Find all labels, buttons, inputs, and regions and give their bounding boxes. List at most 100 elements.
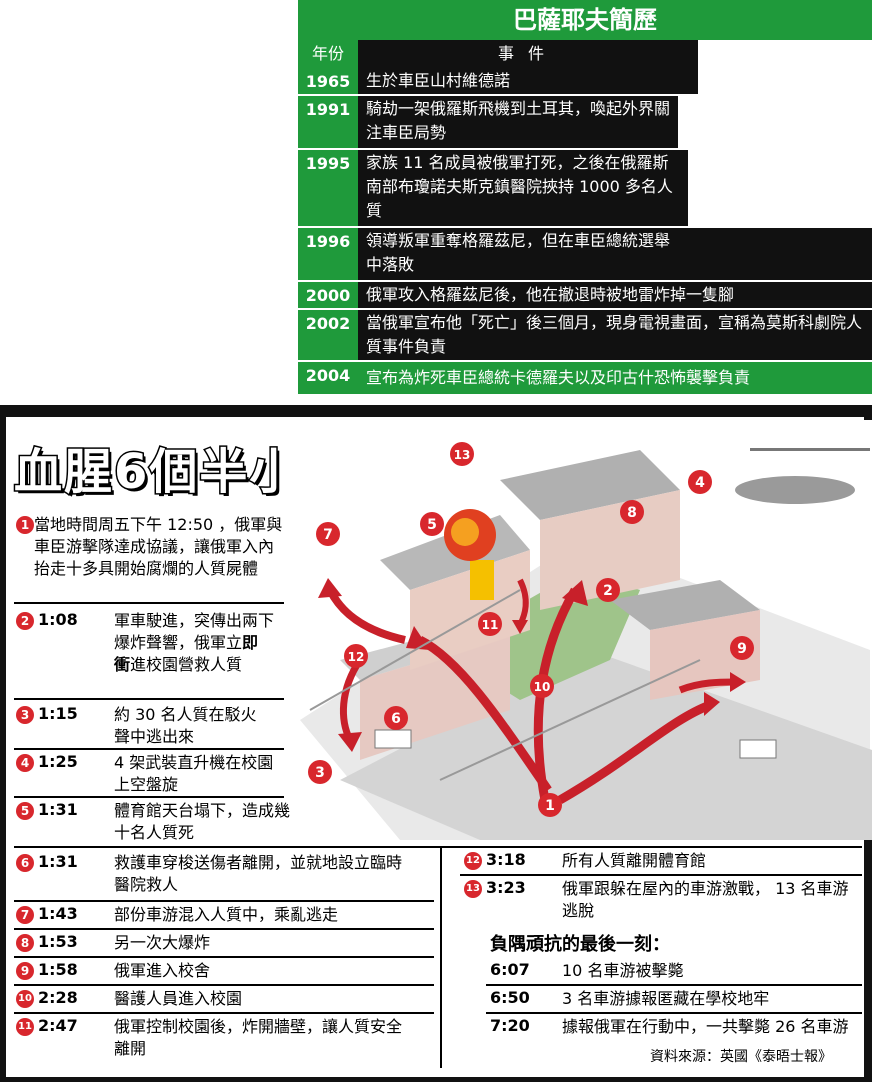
timeline-badge: 8	[16, 934, 34, 952]
bio-separator	[298, 360, 872, 362]
timeline-item-11-time: 2:47	[38, 1016, 78, 1035]
timeline-item-13-text: 俄軍跟躲在屋內的車游激戰， 13 名車游逃脫	[562, 879, 849, 920]
timeline-item-9-time: 1:58	[38, 960, 78, 979]
divider	[14, 698, 284, 700]
svg-text:12: 12	[348, 650, 365, 664]
bio-row: 1996 領導叛軍重奪格羅茲尼，但在車臣總統選舉中落敗	[298, 228, 872, 280]
last-stand-time: 6:50	[490, 988, 530, 1007]
timeline-badge: 3	[16, 706, 34, 724]
divider	[14, 928, 434, 930]
svg-text:4: 4	[695, 475, 705, 491]
divider	[14, 602, 284, 604]
timeline-badge: 9	[16, 962, 34, 980]
bio-event: 宣布為炸死車臣總統卡德羅夫以及印古什恐怖襲擊負責	[358, 362, 872, 394]
timeline-item-2-text: 軍車駛進，突傳出兩下爆炸聲響，俄軍立即衝進校園營救人質	[114, 610, 274, 676]
divider	[460, 874, 862, 876]
timeline-item-2-time: 1:08	[38, 610, 78, 629]
divider	[486, 984, 862, 986]
timeline-item-7-text: 部份車游混入人質中，乘亂逃走	[114, 905, 339, 924]
timeline-badge: 7	[16, 906, 34, 924]
text-bold: 即衝	[114, 633, 259, 674]
timeline-badge: 13	[464, 880, 482, 898]
svg-text:6: 6	[391, 711, 401, 727]
svg-text:1: 1	[545, 798, 555, 814]
timeline-badge: 12	[464, 852, 482, 870]
map-badge: 8	[620, 500, 644, 524]
biography-table: 巴薩耶夫簡歷 年份 事件 1965 生於車臣山村維德諾 1991 騎劫一架俄羅斯…	[298, 0, 872, 394]
map-badge: 12	[344, 644, 368, 668]
text-part: 軍車駛進，突傳出兩下爆炸聲響，俄軍立	[114, 611, 275, 652]
bio-year: 1995	[298, 150, 358, 226]
timeline-badge: 2	[16, 612, 34, 630]
map-badge: 10	[530, 674, 554, 698]
last-stand-time: 7:20	[490, 1016, 530, 1035]
bio-separator	[298, 226, 872, 228]
timeline-item-5-text: 體育館天台塌下，造成幾十名人質死	[114, 801, 291, 842]
timeline-item-8-time: 1:53	[38, 932, 78, 951]
school-siege-illustration: 1 2 3 4 5 6 7 8 9 10 11 12 13	[280, 420, 872, 840]
bio-year: 1991	[298, 96, 358, 148]
divider	[14, 900, 434, 902]
timeline-item-4-text: 4 架武裝直升機在校園上空盤旋	[114, 753, 274, 794]
timeline-item-6-time: 1:31	[38, 852, 78, 871]
text-part: 進校園營救人質	[130, 655, 243, 674]
bio-row: 2004 宣布為炸死車臣總統卡德羅夫以及印古什恐怖襲擊負責	[298, 362, 872, 394]
svg-text:11: 11	[482, 618, 499, 632]
divider	[14, 956, 434, 958]
timeline-badge: 10	[16, 990, 34, 1008]
bio-row: 2000 俄軍攻入格羅茲尼後，他在撤退時被地雷炸掉一隻腳	[298, 282, 872, 308]
bio-separator	[298, 280, 872, 282]
timeline-item-5-time: 1:31	[38, 800, 78, 819]
map-badge: 7	[316, 522, 340, 546]
svg-text:9: 9	[737, 641, 747, 657]
divider	[14, 748, 284, 750]
timeline-item-13-time: 3:23	[486, 878, 526, 897]
bio-event: 生於車臣山村維德諾	[358, 68, 698, 94]
map-badge: 5	[420, 512, 444, 536]
bio-event: 俄軍攻入格羅茲尼後，他在撤退時被地雷炸掉一隻腳	[358, 282, 872, 308]
timeline-item-4-time: 1:25	[38, 752, 78, 771]
bio-separator	[298, 148, 872, 150]
bio-header-year: 年份	[298, 40, 358, 68]
map-badge: 2	[596, 578, 620, 602]
last-stand-time: 6:07	[490, 960, 530, 979]
timeline-item-11-text: 俄軍控制校園後，炸開牆壁，讓人質安全離開	[114, 1017, 403, 1058]
timeline-badge: 5	[16, 802, 34, 820]
svg-text:2: 2	[603, 583, 613, 599]
timeline-item-12-text: 所有人質離開體育館	[562, 851, 707, 870]
divider	[14, 1012, 434, 1014]
bio-title: 巴薩耶夫簡歷	[298, 0, 872, 40]
timeline-badge: 4	[16, 754, 34, 772]
divider	[14, 984, 434, 986]
map-badge: 9	[730, 636, 754, 660]
bio-event: 騎劫一架俄羅斯飛機到土耳其，喚起外界關注車臣局勢	[358, 96, 678, 148]
timeline-item-10-text: 醫護人員進入校園	[114, 989, 243, 1008]
bio-year: 1965	[298, 68, 358, 94]
map-badge: 6	[384, 706, 408, 730]
timeline-item-3-time: 1:15	[38, 704, 78, 723]
divider	[14, 796, 284, 798]
divider	[486, 1012, 862, 1014]
bio-year: 1996	[298, 228, 358, 280]
timeline-item-6-text: 救護車穿梭送傷者離開，並就地設立臨時醫院救人	[114, 853, 403, 894]
bio-event: 當俄軍宣布他「死亡」後三個月，現身電視畫面，宣稱為莫斯科劇院人質事件負責	[358, 310, 872, 360]
last-stand-text: 10 名車游被擊斃	[562, 961, 684, 980]
svg-text:10: 10	[534, 680, 551, 694]
bio-row: 2002 當俄軍宣布他「死亡」後三個月，現身電視畫面，宣稱為莫斯科劇院人質事件負…	[298, 310, 872, 360]
map-badge: 1	[538, 793, 562, 817]
bio-separator	[298, 94, 872, 96]
timeline-item-12-time: 3:18	[486, 850, 526, 869]
last-stand-text: 3 名車游據報匿藏在學校地牢	[562, 989, 770, 1008]
svg-text:3: 3	[315, 765, 325, 781]
column-divider	[440, 848, 442, 1068]
timeline-item-3-text: 約 30 名人質在駁火聲中逃出來	[114, 705, 257, 746]
svg-text:7: 7	[323, 527, 333, 543]
bio-year: 2002	[298, 310, 358, 360]
bio-event: 領導叛軍重奪格羅茲尼，但在車臣總統選舉中落敗	[358, 228, 872, 280]
last-stand-title: 負隅頑抗的最後一刻：	[490, 934, 670, 955]
map-badge: 11	[478, 612, 502, 636]
bio-header-event: 事件	[358, 40, 698, 68]
timeline-item-8-text: 另一次大爆炸	[114, 933, 211, 952]
timeline-badge: 11	[16, 1018, 34, 1036]
svg-text:13: 13	[454, 448, 471, 462]
